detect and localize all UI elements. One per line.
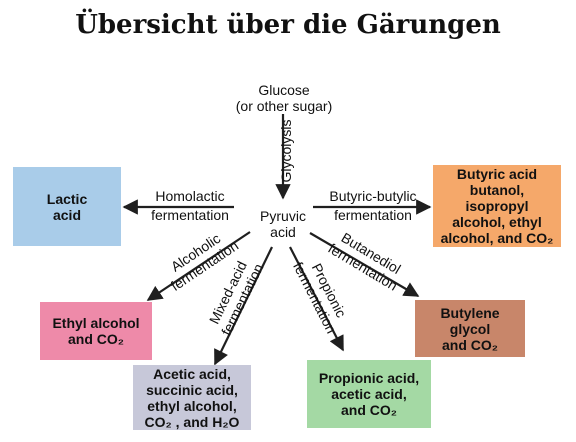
product-butyric-acid-box: Butyric acid butanol, isopropyl alcohol,…	[433, 165, 561, 247]
arrow-mixed-acid	[214, 246, 273, 366]
product-acetic-acid-box: Acetic acid, succinic acid, ethyl alcoho…	[133, 365, 251, 430]
pyruvic-acid-label: Pyruvic acid	[260, 208, 306, 240]
glucose-label: Glucose (or other sugar)	[235, 82, 333, 114]
page-title: Übersicht über die Gärungen	[75, 10, 501, 40]
glycolysis-label: Glycolysis	[278, 119, 294, 183]
arrow-alcoholic	[146, 231, 251, 301]
arrow-butanediol	[309, 232, 420, 297]
pathway-homolactic-label: Homolactic fermentation	[151, 188, 229, 223]
product-lactic-acid-box: Lactic acid	[13, 167, 121, 246]
pathway-butyric-butylic-label: Butyric-butylic fermentation	[329, 188, 417, 223]
product-butylene-glycol-box: Butylene glycol and CO₂	[415, 300, 525, 357]
arrow-propionic	[289, 246, 344, 352]
product-ethyl-alcohol-box: Ethyl alcohol and CO₂	[40, 302, 152, 360]
product-propionic-acid-box: Propionic acid, acetic acid, and CO₂	[307, 360, 431, 428]
